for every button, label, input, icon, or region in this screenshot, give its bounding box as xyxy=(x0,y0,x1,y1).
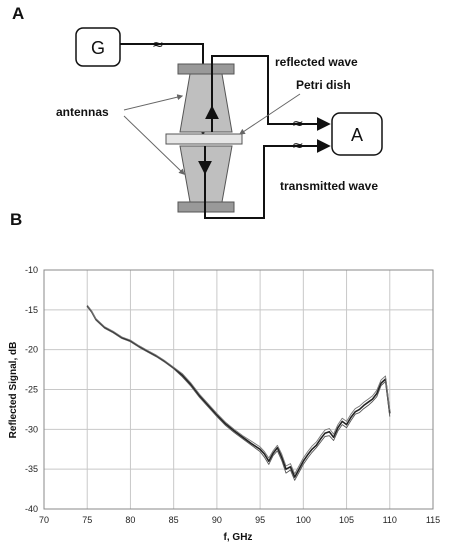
series-line-2 xyxy=(86,306,391,481)
y-tick-label: -40 xyxy=(25,504,38,514)
chart-grid xyxy=(43,269,434,510)
y-tick-label: -30 xyxy=(25,424,38,434)
reflected-wave-label: reflected wave xyxy=(275,55,358,69)
generator-box xyxy=(75,27,121,67)
y-tick-label: -25 xyxy=(25,385,38,395)
x-tick-label: 100 xyxy=(296,515,311,525)
series-line-1 xyxy=(86,305,391,478)
chart-ticks: 70 75 80 85 90 95 100 105 110 115 -10 -15 -20 -25 -30 -… xyxy=(25,265,440,525)
plot-frame xyxy=(43,269,434,510)
analyzer-box xyxy=(331,112,383,156)
y-tick-label: -20 xyxy=(25,345,38,355)
petri-dish-label: Petri dish xyxy=(296,78,351,92)
transmitted-wave-label: transmitted wave xyxy=(280,179,378,193)
series-line-3 xyxy=(86,304,391,475)
petri-pointer xyxy=(239,93,301,135)
x-tick-label: 115 xyxy=(426,515,440,525)
x-axis-title: f, GHz xyxy=(224,532,253,543)
panel-label-a: A xyxy=(12,4,25,23)
y-tick-label: -15 xyxy=(25,305,38,315)
generator-label: G xyxy=(91,38,105,58)
wave-symbol-transmitted: ≈ xyxy=(292,138,304,154)
analyzer-label: A xyxy=(351,125,363,145)
wave-symbol-reflected: ≈ xyxy=(292,116,304,132)
setup-diagram: G ≈ ≈ ≈ A reflected wave Petri dish ante… xyxy=(56,27,383,219)
x-tick-label: 70 xyxy=(39,515,49,525)
x-tick-label: 85 xyxy=(169,515,179,525)
antennas-label: antennas xyxy=(56,105,109,119)
panel-label-b: B xyxy=(10,210,23,229)
transmitted-wave-route xyxy=(204,139,331,219)
x-tick-label: 105 xyxy=(339,515,354,525)
antenna-pointer-top xyxy=(123,94,184,111)
x-tick-label: 90 xyxy=(212,515,222,525)
y-tick-label: -35 xyxy=(25,464,38,474)
x-tick-label: 95 xyxy=(255,515,265,525)
y-axis-title: Reflected Signal, dB xyxy=(8,342,19,439)
wave-symbol-generator: ≈ xyxy=(152,37,164,53)
y-tick-label: -10 xyxy=(25,265,38,275)
antenna-pointer-bottom xyxy=(123,115,185,175)
x-tick-label: 80 xyxy=(125,515,135,525)
chart-series xyxy=(86,304,391,481)
petri-dish xyxy=(165,133,243,145)
x-tick-label: 110 xyxy=(383,515,397,525)
reflected-wave-route xyxy=(211,55,331,131)
x-tick-label: 75 xyxy=(82,515,92,525)
